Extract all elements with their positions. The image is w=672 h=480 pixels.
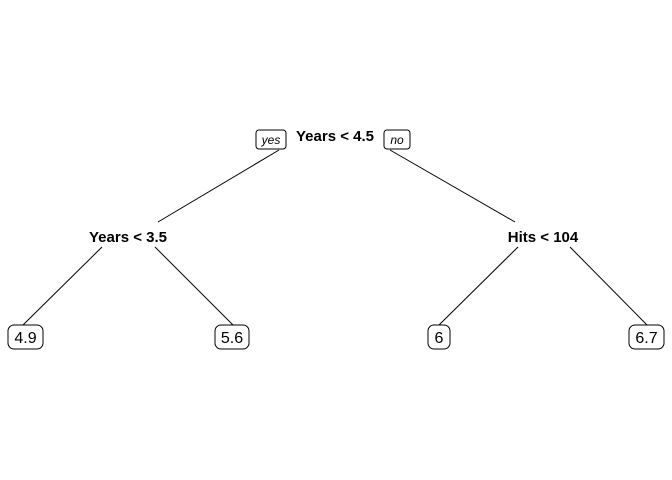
edge-hits-split-to-leaf-4 <box>569 246 649 327</box>
years-split-label: Years < 3.5 <box>89 229 167 246</box>
leaf-box-2 <box>214 324 250 350</box>
edge-hits-split-to-leaf-3 <box>437 246 519 327</box>
no-branch-box <box>383 129 411 150</box>
leaf-value-3: 6 <box>435 330 444 347</box>
leaf-box-1 <box>7 324 44 350</box>
edge-root-to-years-split <box>157 149 280 223</box>
root-split-label: Years < 4.5 <box>296 128 374 145</box>
leaf-value-2: 5.6 <box>221 330 243 347</box>
hits-split-label: Hits < 104 <box>508 229 579 246</box>
yes-branch-label: yes <box>261 133 281 147</box>
leaf-value-4: 6.7 <box>635 330 657 347</box>
leaf-box-3 <box>427 324 451 350</box>
edge-root-to-hits-split <box>389 149 516 223</box>
leaf-value-1: 4.9 <box>14 330 36 347</box>
no-branch-label: no <box>390 133 404 147</box>
leaf-box-4 <box>628 324 665 350</box>
yes-branch-box <box>255 129 287 150</box>
edge-years-split-to-leaf-2 <box>154 246 235 327</box>
edge-years-split-to-leaf-1 <box>21 246 103 327</box>
